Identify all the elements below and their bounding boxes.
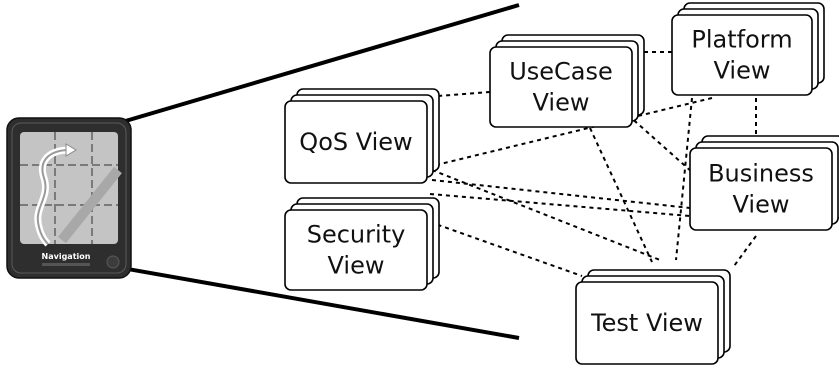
view-label-business-1: View bbox=[733, 191, 790, 219]
view-stack-test[interactable]: Test View bbox=[575, 269, 731, 365]
view-stack-qos[interactable]: QoS View bbox=[284, 88, 440, 184]
link-security-test bbox=[429, 221, 583, 277]
link-usecase-test bbox=[589, 127, 653, 263]
view-label-usecase-1: View bbox=[533, 89, 590, 117]
map-navigation-icon bbox=[20, 132, 122, 247]
device-home-button bbox=[106, 255, 120, 269]
zoom-beam-bottom bbox=[121, 266, 520, 340]
link-usecase-qos bbox=[437, 91, 491, 97]
view-label-test-0: Test View bbox=[590, 309, 703, 337]
view-label-business-0: Business bbox=[708, 160, 814, 188]
view-card-front bbox=[489, 46, 633, 128]
view-card-front bbox=[575, 281, 719, 365]
view-card-front bbox=[689, 147, 833, 231]
link-platform-qos bbox=[431, 97, 713, 167]
view-card-front bbox=[284, 100, 428, 184]
link-business-test bbox=[733, 235, 757, 267]
link-security-business bbox=[429, 193, 691, 217]
link-qos-test bbox=[431, 169, 661, 261]
link-platform-test bbox=[675, 97, 693, 261]
view-label-security-0: Security bbox=[307, 221, 406, 249]
link-usecase-business bbox=[627, 114, 693, 173]
zoom-beam-top bbox=[121, 3, 520, 124]
device-label-underline bbox=[42, 263, 90, 266]
device-label: Navigation bbox=[42, 252, 91, 261]
view-label-qos-0: QoS View bbox=[299, 128, 412, 156]
view-card-front bbox=[284, 209, 428, 291]
view-label-usecase-0: UseCase bbox=[509, 58, 613, 86]
view-label-security-1: View bbox=[328, 252, 385, 280]
view-label-platform-0: Platform bbox=[691, 26, 792, 54]
device-bezel bbox=[11, 122, 127, 274]
view-label-platform-1: View bbox=[714, 57, 771, 85]
link-qos-business bbox=[431, 179, 691, 209]
navigation-device: Navigation bbox=[6, 117, 132, 279]
view-card-front bbox=[671, 14, 813, 96]
links-layer bbox=[429, 51, 757, 277]
